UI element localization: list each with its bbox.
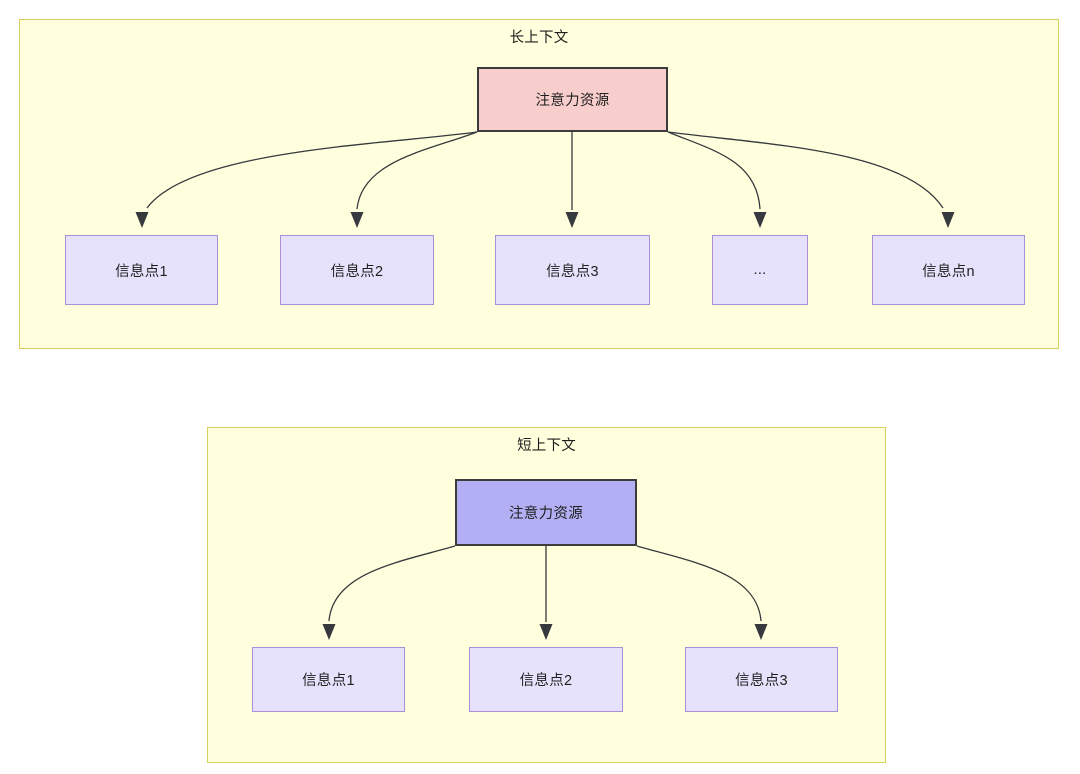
node-info-point-ellipsis-long[interactable]: ... — [712, 235, 808, 305]
node-info-point-n-long[interactable]: 信息点n — [872, 235, 1025, 305]
group-short-context[interactable]: 短上下文 — [207, 427, 886, 763]
group-short-context-title: 短上下文 — [517, 438, 576, 454]
node-info-point-2-short[interactable]: 信息点2 — [469, 647, 623, 712]
node-info-point-3-short[interactable]: 信息点3 — [685, 647, 838, 712]
node-info-point-1-short[interactable]: 信息点1 — [252, 647, 405, 712]
node-attention-resource-short[interactable]: 注意力资源 — [455, 479, 637, 546]
node-info-point-1-long[interactable]: 信息点1 — [65, 235, 218, 305]
node-info-point-3-long[interactable]: 信息点3 — [495, 235, 650, 305]
node-info-point-2-long[interactable]: 信息点2 — [280, 235, 434, 305]
group-long-context-title: 长上下文 — [509, 30, 569, 46]
node-attention-resource-long[interactable]: 注意力资源 — [477, 67, 668, 132]
